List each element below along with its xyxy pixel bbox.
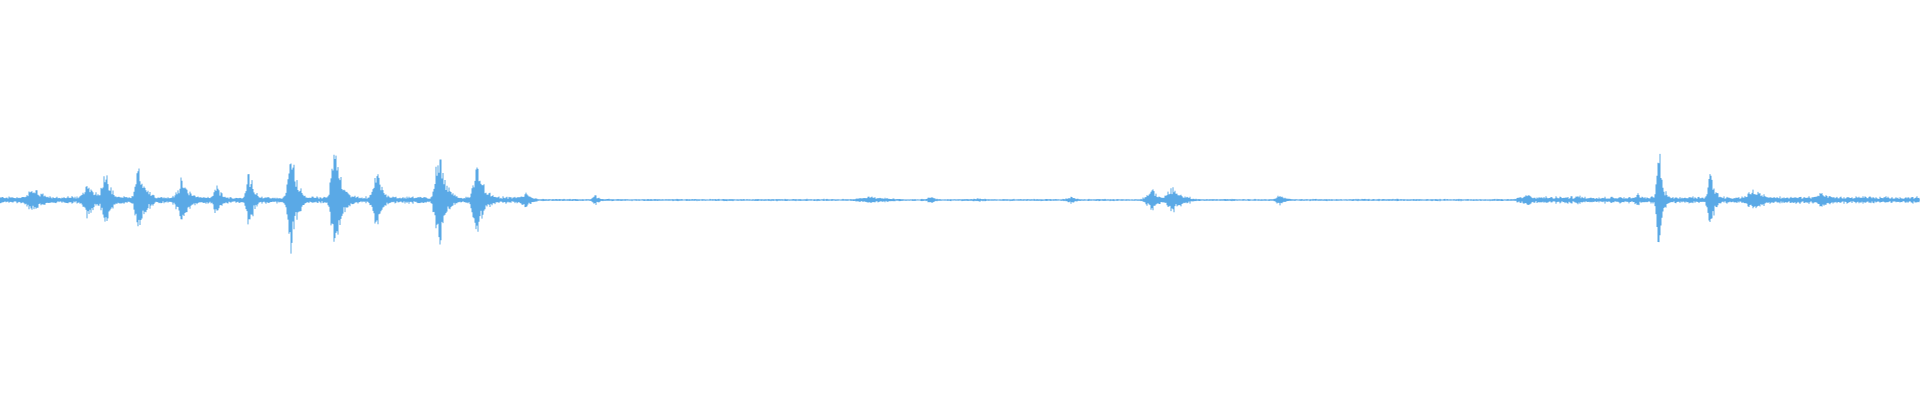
waveform-path [0, 153, 1920, 254]
